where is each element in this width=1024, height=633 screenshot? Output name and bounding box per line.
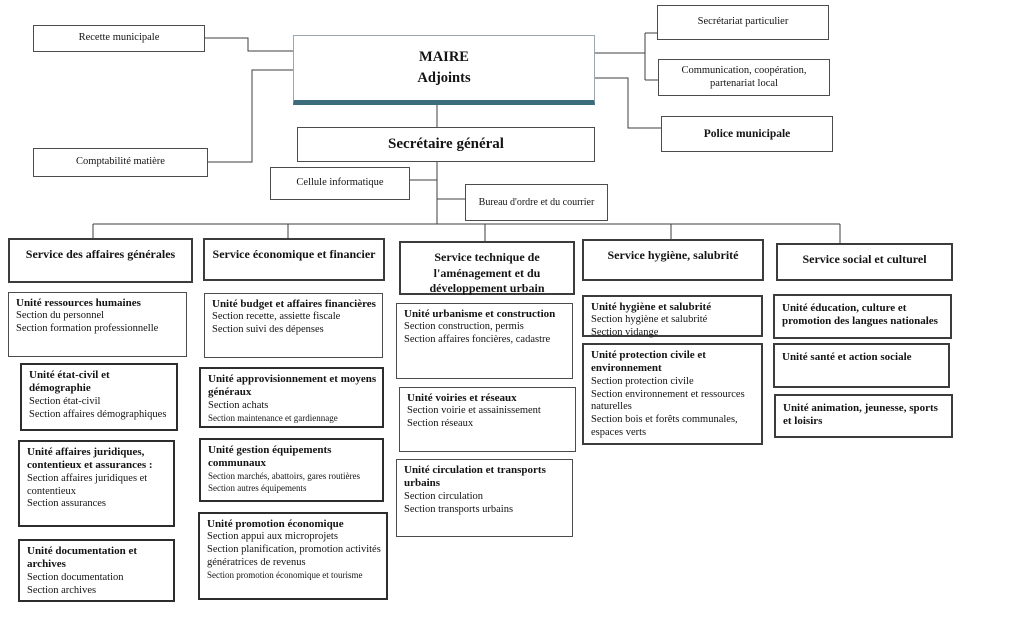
section-label: Section promotion économique et tourisme bbox=[207, 569, 363, 580]
unit-etat-civil-demographie: Unité état-civil et démographie Section … bbox=[20, 363, 178, 431]
unit-approvisionnement: Unité approvisionnement et moyens généra… bbox=[199, 367, 384, 428]
unit-title: Unité état-civil et démographie bbox=[29, 369, 110, 395]
section-label: Section hygiène et salubrité bbox=[591, 314, 708, 326]
section-label: Section appui aux microprojets bbox=[207, 531, 338, 543]
box-maire-adjoints: MAIRE Adjoints bbox=[293, 35, 595, 105]
section-label: Section du personnel bbox=[16, 310, 105, 322]
section-label: Section réseaux bbox=[407, 418, 474, 430]
section-label: Section circulation bbox=[404, 490, 484, 502]
section-label: Section archives bbox=[27, 584, 97, 596]
unit-title: Unité animation, jeunesse, sports et loi… bbox=[783, 402, 938, 428]
section-label: Section autres équipements bbox=[208, 482, 307, 493]
section-label: Section documentation bbox=[27, 571, 124, 583]
unit-title: Unité promotion économique bbox=[207, 518, 344, 530]
unit-title: Unité ressources humaines bbox=[16, 297, 141, 309]
unit-title: Unité approvisionnement et moyens généra… bbox=[208, 373, 377, 399]
box-secretaire-general: Secrétaire général bbox=[297, 127, 595, 162]
unit-animation-jeunesse: Unité animation, jeunesse, sports et loi… bbox=[774, 394, 953, 438]
unit-title: Unité budget et affaires financières bbox=[212, 298, 376, 310]
section-label: Section transports urbains bbox=[404, 503, 514, 515]
box-recette-municipale: Recette municipale bbox=[33, 25, 205, 52]
unit-title: Unité santé et action sociale bbox=[782, 351, 912, 363]
section-label: Section recette, assiette fiscale bbox=[212, 311, 341, 323]
unit-education-culture: Unité éducation, culture et promotion de… bbox=[773, 294, 952, 339]
section-label: Section affaires foncières, cadastre bbox=[404, 334, 551, 346]
section-label: Section bois et forêts communales, espac… bbox=[591, 414, 738, 438]
unit-title: Unité urbanisme et construction bbox=[404, 308, 556, 320]
unit-voiries-reseaux: Unité voiries et réseaux Section voirie … bbox=[399, 387, 576, 452]
unit-title: Unité voiries et réseaux bbox=[407, 392, 517, 404]
box-communication-cooperation: Communication, coopération, partenariat … bbox=[658, 59, 830, 96]
maire-subtitle: Adjoints bbox=[417, 70, 471, 86]
section-label: Section maintenance et gardiennage bbox=[208, 412, 338, 423]
section-label: Section état-civil bbox=[29, 395, 101, 407]
unit-sante-action-sociale: Unité santé et action sociale bbox=[773, 343, 950, 388]
service-header-technique-urbain: Service technique de l'aménagement et du… bbox=[399, 241, 575, 295]
unit-affaires-juridiques: Unité affaires juridiques, contentieux e… bbox=[18, 440, 175, 527]
box-cellule-informatique: Cellule informatique bbox=[270, 167, 410, 200]
maire-text: MAIRE Adjoints bbox=[417, 47, 470, 89]
unit-gestion-equipements: Unité gestion équipements communaux Sect… bbox=[199, 438, 384, 502]
box-comptabilite-matiere: Comptabilité matière bbox=[33, 148, 208, 177]
section-label: Section protection civile bbox=[591, 375, 694, 387]
unit-circulation-transports: Unité circulation et transports urbains … bbox=[396, 459, 573, 537]
unit-urbanisme-construction: Unité urbanisme et construction Section … bbox=[396, 303, 573, 379]
unit-promotion-economique: Unité promotion économique Section appui… bbox=[198, 512, 388, 600]
section-label: Section planification, promotion activit… bbox=[207, 544, 381, 568]
box-police-municipale: Police municipale bbox=[661, 116, 833, 152]
service-header-economique-financier: Service économique et financier bbox=[203, 238, 385, 281]
service-header-hygiene-salubrite: Service hygiène, salubrité bbox=[582, 239, 764, 281]
unit-budget-finances: Unité budget et affaires financières Sec… bbox=[204, 293, 383, 358]
box-secretariat-particulier: Secrétariat particulier bbox=[657, 5, 829, 40]
section-label: Section affaires démographiques bbox=[29, 408, 167, 420]
section-label: Section marchés, abattoirs, gares routiè… bbox=[208, 470, 360, 481]
service-header-social-culturel: Service social et culturel bbox=[776, 243, 953, 281]
unit-title: Unité documentation et archives bbox=[27, 545, 137, 571]
section-label: Section suivi des dépenses bbox=[212, 324, 324, 336]
maire-title: MAIRE bbox=[419, 48, 469, 65]
unit-title: Unité gestion équipements communaux bbox=[208, 444, 332, 470]
section-label: Section construction, permis bbox=[404, 321, 524, 333]
unit-title: Unité hygiène et salubrité bbox=[591, 301, 712, 313]
unit-hygiene-salubrite: Unité hygiène et salubrité Section hygiè… bbox=[582, 295, 763, 339]
service-header-affaires-generales: Service des affaires générales bbox=[8, 238, 193, 283]
unit-title: Unité circulation et transports urbains bbox=[404, 464, 546, 490]
box-bureau-ordre-courrier: Bureau d'ordre et du courrier bbox=[465, 184, 608, 221]
section-label: Section environnement et ressources natu… bbox=[591, 388, 745, 413]
unit-title: Unité protection civile et environnement bbox=[591, 349, 706, 375]
unit-ressources-humaines: Unité ressources humaines Section du per… bbox=[8, 292, 187, 357]
unit-title: Unité affaires juridiques, contentieux e… bbox=[27, 446, 153, 472]
section-label: Section voirie et assainissement bbox=[407, 405, 541, 417]
unit-documentation-archives: Unité documentation et archives Section … bbox=[18, 539, 175, 602]
section-label: Section assurances bbox=[27, 498, 107, 510]
unit-title: Unité éducation, culture et promotion de… bbox=[782, 302, 938, 328]
unit-protection-civile: Unité protection civile et environnement… bbox=[582, 343, 763, 445]
section-label: Section vidange bbox=[591, 327, 659, 339]
section-label: Section affaires juridiques et contentie… bbox=[27, 472, 148, 497]
section-label: Section achats bbox=[208, 399, 269, 411]
section-label: Section formation professionnelle bbox=[16, 323, 159, 335]
